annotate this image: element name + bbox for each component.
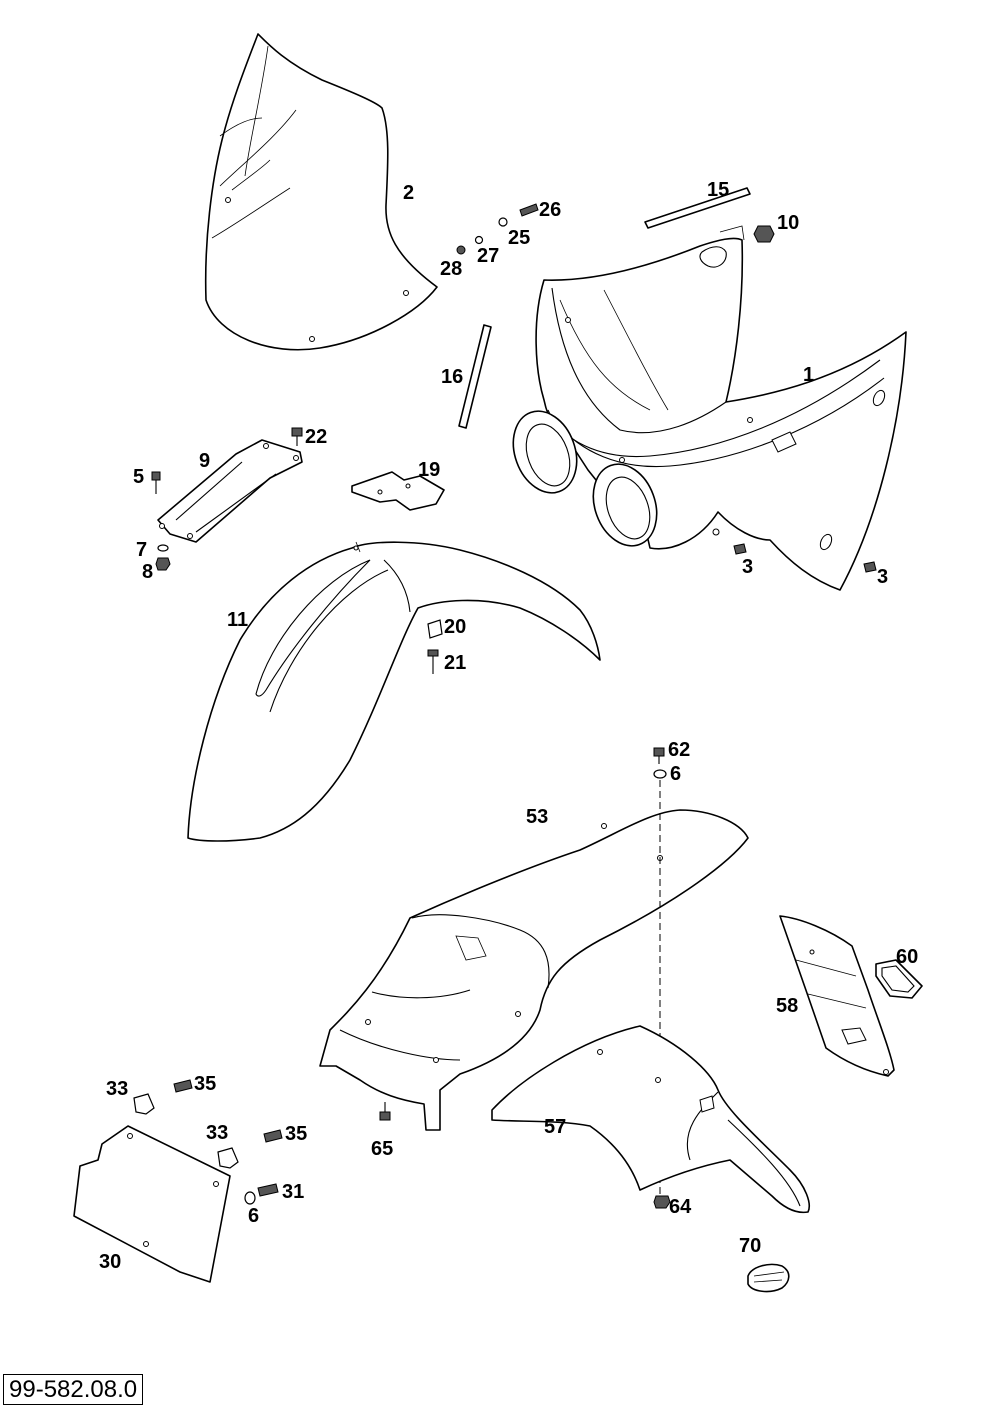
callout-25: 25 (508, 227, 531, 249)
callout-70: 70 (739, 1235, 762, 1257)
callout-30: 30 (99, 1251, 122, 1273)
callout-65: 65 (371, 1138, 394, 1160)
callout-1: 1 (803, 364, 815, 386)
callout-64: 64 (669, 1196, 692, 1218)
callout-5: 5 (133, 466, 145, 488)
hardware-group (151, 203, 877, 1209)
gasket-part (875, 959, 923, 999)
bracket-part (157, 439, 303, 543)
callout-11: 11 (227, 609, 249, 631)
number-plate-part (779, 915, 895, 1077)
callout-27: 27 (477, 245, 500, 267)
callout-35: 35 (194, 1073, 217, 1095)
callout-35: 35 (285, 1123, 308, 1145)
callout-19: 19 (418, 459, 441, 481)
callout-7: 7 (136, 539, 148, 561)
reflector-part (747, 1263, 790, 1293)
windshield-part (204, 33, 438, 351)
trim-strip-part (644, 187, 751, 229)
callout-33: 33 (106, 1078, 129, 1100)
trim-strip-part (458, 324, 492, 429)
callout-3: 3 (877, 566, 889, 588)
drawing-code: 99-582.08.0 (3, 1374, 144, 1406)
front-fender-part (187, 541, 601, 842)
callout-62: 62 (668, 739, 691, 761)
callout-9: 9 (199, 450, 211, 472)
callout-21: 21 (444, 652, 467, 674)
callout-53: 53 (526, 806, 549, 828)
callout-3: 3 (742, 556, 754, 578)
callout-28: 28 (440, 258, 463, 280)
callout-57: 57 (544, 1116, 567, 1138)
rear-fender-part (319, 809, 749, 1131)
clip-part (133, 1093, 239, 1169)
callout-8: 8 (142, 561, 154, 583)
callout-60: 60 (896, 946, 919, 968)
callout-16: 16 (441, 366, 464, 388)
callout-20: 20 (444, 616, 467, 638)
callout-31: 31 (282, 1181, 305, 1203)
callout-6: 6 (670, 763, 682, 785)
callout-2: 2 (403, 182, 415, 204)
callout-58: 58 (776, 995, 799, 1017)
callout-22: 22 (305, 426, 328, 448)
callout-6: 6 (248, 1205, 260, 1227)
callout-33: 33 (206, 1122, 229, 1144)
mud-flap-part (73, 1125, 231, 1283)
callout-26: 26 (539, 199, 562, 221)
callout-10: 10 (777, 212, 800, 234)
headlight-fairing-part (512, 225, 907, 591)
mounting-plate-part (351, 471, 445, 511)
tail-section-part (491, 1025, 810, 1214)
callout-15: 15 (707, 179, 730, 201)
